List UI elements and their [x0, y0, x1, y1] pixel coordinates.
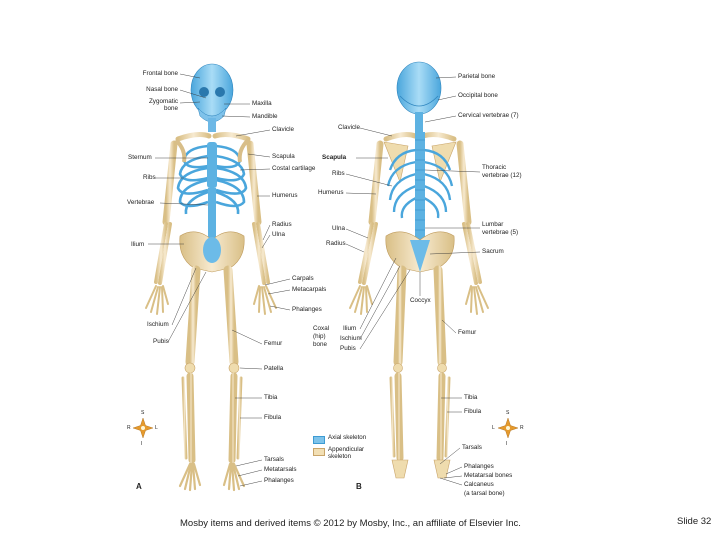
copyright-footer: Mosby items and derived items © 2012 by …	[180, 518, 521, 529]
label-thoracic-vertebrae: Thoracic	[482, 164, 507, 171]
legend-axial: Axial skeleton	[313, 434, 383, 444]
orbit-right	[215, 87, 225, 97]
label-femur: Femur	[264, 340, 283, 347]
label-costal-cartilage: Costal cartilage	[272, 165, 316, 172]
sacrum-a	[203, 237, 221, 263]
label-b-radius: Radius	[326, 240, 346, 247]
label-b-femur: Femur	[458, 329, 477, 336]
compass-b-inferior: I	[506, 441, 508, 447]
label-vertebrae: Vertebrae	[127, 199, 155, 206]
label-coccyx: Coccyx	[410, 297, 431, 304]
panel-letter-b: B	[356, 482, 362, 491]
label-phalanges-hand: Phalanges	[292, 306, 322, 313]
compass-a	[132, 417, 154, 439]
label-ilium: Ilium	[131, 241, 145, 248]
label-b-calcaneus-note: (a tarsal bone)	[464, 490, 505, 497]
label-b-tarsals: Tarsals	[462, 444, 482, 451]
legend: Axial skeleton Appendicular skeleton	[313, 434, 383, 463]
label-b-coxal-hip: (hip)	[313, 333, 326, 340]
label-tarsals: Tarsals	[264, 456, 284, 463]
legend-axial-label: Axial skeleton	[328, 434, 367, 441]
label-b-coxal-bone: bone	[313, 341, 328, 348]
scapula-right-b	[431, 141, 457, 184]
label-humerus: Humerus	[272, 192, 298, 199]
panel-letter-a: A	[136, 482, 142, 491]
label-frontal-bone: Frontal bone	[142, 70, 178, 77]
label-b-pubis: Pubis	[340, 345, 356, 352]
label-thoracic-vertebrae-2: vertebrae (12)	[482, 172, 522, 179]
spine-b	[415, 132, 425, 240]
label-b-ulna: Ulna	[332, 225, 345, 232]
label-ribs: Ribs	[143, 174, 156, 181]
label-clavicle: Clavicle	[272, 126, 295, 133]
label-zygomatic-bone-2: bone	[163, 105, 178, 112]
label-patella: Patella	[264, 365, 284, 372]
label-phalanges-foot: Phalanges	[264, 477, 294, 484]
label-pubis: Pubis	[153, 338, 169, 345]
label-cervical-vertebrae: Cervical vertebrae (7)	[458, 112, 519, 119]
label-ulna: Ulna	[272, 231, 285, 238]
label-parietal-bone: Parietal bone	[458, 73, 496, 80]
legend-appendicular-label: Appendicular skeleton	[328, 446, 365, 460]
compass-b-right: R	[520, 425, 524, 431]
label-metacarpals: Metacarpals	[292, 286, 327, 293]
compass-a-right: R	[127, 425, 131, 431]
label-b-ilium: Ilium	[343, 325, 357, 332]
label-b-humerus: Humerus	[318, 189, 344, 196]
legend-appendicular-line2: skeleton	[328, 452, 352, 460]
label-sternum: Sternum	[128, 154, 152, 161]
compass-a-left: L	[155, 425, 158, 431]
spine-a	[208, 188, 216, 238]
label-sacrum: Sacrum	[482, 248, 504, 255]
label-fibula: Fibula	[264, 414, 282, 421]
skeleton-posterior	[349, 61, 489, 479]
compass-a-inferior: I	[141, 441, 143, 447]
label-b-calcaneus: Calcaneus	[464, 481, 494, 488]
label-zygomatic-bone: Zygomatic	[148, 98, 178, 105]
sternum-a	[207, 142, 217, 188]
label-mandible: Mandible	[252, 113, 278, 120]
label-radius: Radius	[272, 221, 292, 228]
label-b-scapula: Scapula	[322, 154, 347, 161]
label-b-clavicle: Clavicle	[338, 124, 361, 131]
label-occipital-bone: Occipital bone	[458, 92, 498, 99]
label-metatarsals: Metatarsals	[264, 466, 297, 473]
compass-a-superior: S	[141, 410, 145, 416]
leader-lines	[148, 73, 481, 487]
compass-b-left: L	[492, 425, 495, 431]
label-scapula: Scapula	[272, 153, 295, 160]
label-lumbar-vertebrae-2: vertebrae (5)	[482, 229, 519, 236]
legend-appendicular-swatch	[313, 448, 325, 456]
skeleton-anterior	[145, 63, 277, 492]
legend-axial-swatch	[313, 436, 325, 444]
label-b-coxal: Coxal	[313, 325, 330, 332]
compass-b	[497, 417, 519, 439]
label-tibia: Tibia	[264, 394, 278, 401]
skull-a	[190, 63, 234, 117]
legend-appendicular-line1: Appendicular	[328, 446, 365, 453]
orbit-left	[199, 87, 209, 97]
legend-appendicular: Appendicular skeleton	[313, 446, 383, 460]
label-carpals: Carpals	[292, 275, 314, 282]
label-b-tibia: Tibia	[464, 394, 478, 401]
label-b-fibula: Fibula	[464, 408, 482, 415]
compass-b-superior: S	[506, 410, 510, 416]
label-b-metatarsal-bones: Metatarsal bones	[464, 472, 513, 479]
label-b-phalanges: Phalanges	[464, 463, 494, 470]
scapula-left-b	[383, 141, 409, 184]
label-nasal-bone: Nasal bone	[146, 86, 178, 93]
label-maxilla: Maxilla	[252, 100, 272, 107]
slide-number: Slide 32	[677, 516, 712, 527]
ribcage-a	[176, 144, 248, 215]
label-b-ischium: Ischium	[340, 335, 362, 342]
label-lumbar-vertebrae: Lumbar	[482, 221, 504, 228]
label-b-ribs: Ribs	[332, 170, 345, 177]
label-ischium: Ischium	[147, 321, 169, 328]
sacrum-b	[410, 240, 430, 272]
